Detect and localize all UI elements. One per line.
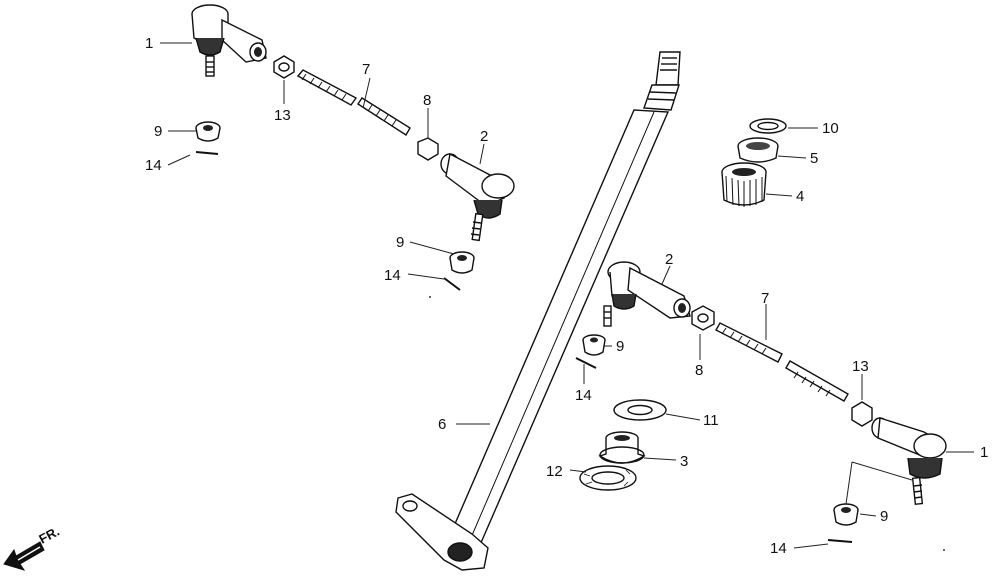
callout-8-left: 8: [423, 92, 431, 109]
leader-lines: [160, 42, 974, 549]
washer-12: [579, 465, 637, 491]
seal-5: [737, 137, 779, 163]
callout-9-right-lower: 9: [880, 508, 888, 525]
steering-shaft: [395, 51, 681, 571]
tie-rod-left: [296, 69, 411, 136]
lock-nut-8-left: [417, 137, 439, 161]
tie-rod-right: [715, 322, 849, 402]
lock-nut-13-right: [851, 401, 873, 427]
castle-nut-upper: [195, 121, 221, 142]
callout-labels: 1 13 7 8 2 9 14 9 14 10 5 4 2 9 8 7 14 1…: [145, 35, 988, 557]
washer-11: [613, 399, 667, 421]
tie-rod-end-2-left: [440, 152, 515, 242]
callout-13-left: 13: [274, 107, 291, 124]
callout-4: 4: [796, 188, 804, 205]
callout-14-upper: 14: [145, 157, 162, 174]
tie-rod-end-left: [191, 4, 267, 77]
castle-nut-right-upper: [582, 334, 606, 356]
lock-nut-left: [273, 55, 295, 79]
callout-7-left: 7: [362, 61, 370, 78]
tie-rod-end-1-right: [871, 417, 947, 506]
washer-10: [749, 118, 787, 134]
callout-13-right: 13: [852, 358, 869, 375]
callout-9-right-upper: 9: [616, 338, 624, 355]
callout-14-right-upper: 14: [575, 387, 592, 404]
tie-rod-end-2-right: [603, 261, 691, 327]
callout-2-right: 2: [665, 251, 673, 268]
callout-11: 11: [703, 412, 719, 429]
cotter-pin-right-upper: [575, 357, 597, 369]
callout-1-left: 1: [145, 35, 153, 52]
callout-9-upper: 9: [154, 123, 162, 140]
callout-10: 10: [822, 120, 839, 137]
castle-nut-right-lower: [833, 503, 859, 526]
callout-7-right: 7: [761, 290, 769, 307]
callout-14-right-lower: 14: [770, 540, 787, 557]
bushing-4: [721, 162, 767, 207]
cotter-pin-middle: [443, 277, 461, 291]
callout-14-middle: 14: [384, 267, 401, 284]
cotter-pin-right-lower: [827, 539, 853, 543]
callout-1-right: 1: [980, 444, 988, 461]
callout-5: 5: [810, 150, 818, 167]
callout-2-left: 2: [480, 128, 488, 145]
callout-8-right: 8: [695, 362, 703, 379]
callout-9-middle: 9: [396, 234, 404, 251]
callout-6: 6: [438, 416, 446, 433]
castle-nut-middle: [449, 251, 475, 274]
cotter-pin-upper: [195, 151, 219, 155]
callout-12: 12: [546, 463, 563, 480]
callout-3: 3: [680, 453, 688, 470]
bushing-3: [598, 431, 646, 464]
front-indicator: FR.: [3, 524, 62, 571]
lock-nut-8-right: [691, 305, 715, 331]
